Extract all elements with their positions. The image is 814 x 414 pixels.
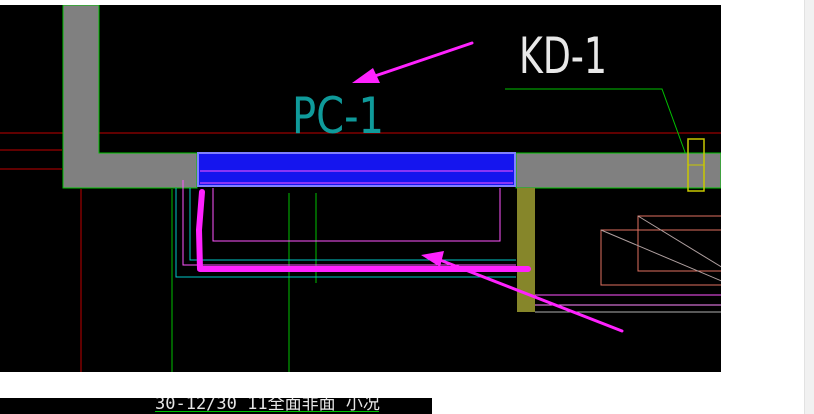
blue-beam	[197, 152, 516, 187]
annotation-arrow-shaft-bottom	[438, 258, 624, 333]
cad-canvas[interactable]: KD-1 PC-1	[0, 5, 721, 372]
annotation-arrow-shaft-top	[370, 41, 474, 79]
salmon-diagonal-2	[637, 215, 721, 268]
salmon-diagonal-1	[600, 229, 721, 282]
cyan-outline-inner	[189, 188, 516, 261]
pink-outline-middle	[182, 180, 516, 266]
label-pc: PC-1	[292, 87, 384, 145]
cad-drawing-viewport[interactable]: KD-1 PC-1	[0, 5, 721, 372]
wall-right-segment	[515, 152, 721, 189]
wall-left-l-shape	[62, 5, 198, 189]
lower-strip-green-line	[155, 411, 379, 412]
olive-column	[517, 188, 535, 312]
cyan-outline-outer	[175, 188, 516, 278]
vertical-scrollbar[interactable]	[804, 0, 814, 414]
lower-drawing-strip: 30-12/30 11全面非面 小况	[0, 398, 432, 414]
annotation-hand-drawn-l	[196, 189, 531, 272]
label-kd: KD-1	[519, 27, 607, 85]
lower-strip-text: 30-12/30 11全面非面 小况	[155, 398, 380, 414]
green-leader-line	[505, 88, 687, 156]
pink-outline-inner	[212, 188, 501, 242]
salmon-box-front	[600, 229, 721, 286]
annotation-arrow-head-bottom	[421, 251, 444, 267]
annotation-arrow-head-top	[352, 68, 380, 83]
salmon-box-back	[637, 215, 721, 272]
